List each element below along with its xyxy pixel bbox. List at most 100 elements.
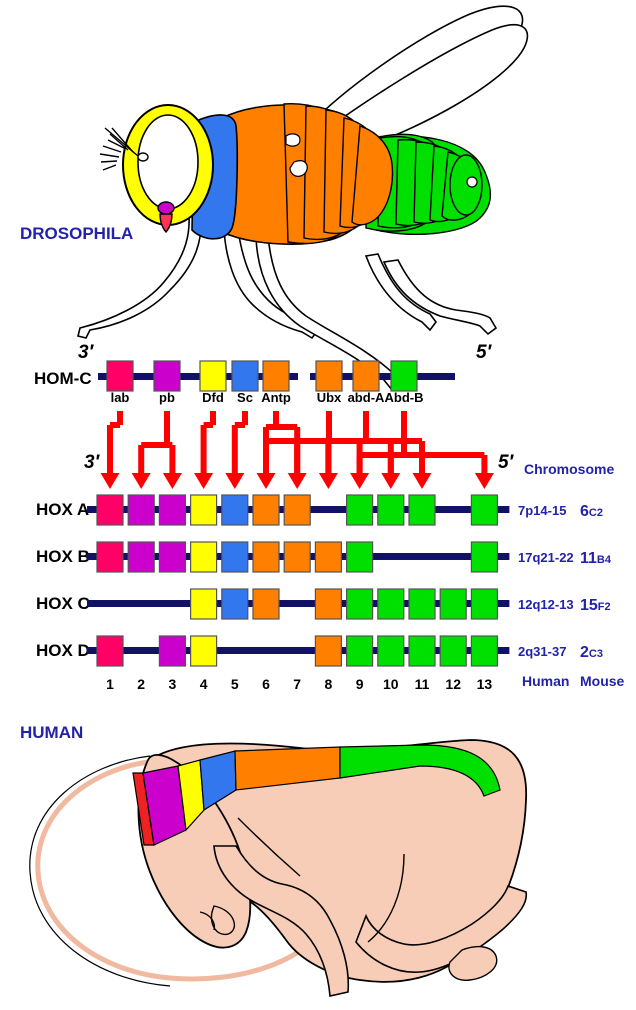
hom-c-label: HOM-C (34, 369, 92, 388)
paralog-number: 13 (477, 676, 493, 692)
homology-arrowhead (287, 473, 307, 489)
connector-segment (294, 441, 301, 474)
amnion-edge (29, 755, 171, 987)
embryo-arm (213, 845, 350, 997)
legs (77, 204, 498, 392)
neural-axis-bands (132, 744, 501, 846)
connector-segment (234, 422, 245, 428)
homology-arrowhead (162, 473, 182, 489)
hom-c-gene-box (315, 360, 343, 392)
hox-gene-box (408, 635, 436, 667)
connector-segment (273, 411, 279, 427)
homology-arrowhead (225, 473, 245, 489)
paralog-number: 3 (169, 676, 177, 692)
hox-cluster-label: HOX B (36, 547, 90, 566)
connector-segment (200, 425, 207, 474)
homology-connectors (100, 411, 494, 489)
hox-cluster-label: HOX C (36, 594, 90, 613)
embryo-nose (199, 911, 216, 931)
homology-arrowhead (381, 473, 401, 489)
hox-gene-box (221, 588, 249, 620)
proboscis-red (159, 213, 173, 233)
embryo-leg (355, 884, 528, 973)
paralog-number: 2 (137, 676, 145, 692)
hox-gene-box (470, 541, 498, 573)
hom-c-gene-name: lab (111, 390, 130, 405)
band-green (339, 744, 501, 797)
connector-segment (326, 411, 332, 441)
hom-c-gene-name: abd-A (348, 390, 385, 405)
drosophila-label: DROSOPHILA (20, 224, 133, 243)
hox-gene-box (221, 494, 249, 526)
hom-c-gene-name: Dfd (202, 390, 224, 405)
paralog-number: 1 (106, 676, 114, 692)
paralog-number: 4 (200, 676, 208, 692)
hox-gene-box (408, 588, 436, 620)
paralog-number: 6 (262, 676, 270, 692)
hox-human-chromosome: 7p14-15 (518, 503, 566, 518)
connector-segment (231, 425, 238, 474)
hox-gene-box (377, 494, 405, 526)
homology-arrowhead (474, 473, 494, 489)
hox-gene-box (470, 588, 498, 620)
hox-cluster-label: HOX A (36, 500, 89, 519)
hox-gene-box (377, 588, 405, 620)
paralog-number: 10 (383, 676, 399, 692)
footer-human-label: Human (522, 673, 569, 689)
hox-gene-box (190, 635, 218, 667)
hom-c-gene-box (231, 360, 259, 392)
hox-human-chromosome: 12q12-13 (518, 597, 574, 612)
embryo-face (210, 905, 236, 936)
hox-gene-box (96, 494, 124, 526)
hox-gene-box (314, 635, 342, 667)
hox-gene-box (158, 635, 186, 667)
connector-segment (107, 425, 113, 474)
homology-arrowhead (412, 473, 432, 489)
hox-gene-box (470, 635, 498, 667)
homology-arrowhead (256, 473, 276, 489)
hox-gene-box (158, 541, 186, 573)
connector-segment (363, 411, 369, 441)
hox-gene-box (346, 541, 374, 573)
connector-segment (117, 411, 123, 425)
hox-human-chromosome: 17q21-22 (518, 550, 574, 565)
hom-c-chromosome-line (98, 373, 455, 380)
hox-gene-box (408, 494, 436, 526)
hox-gene-box (346, 635, 374, 667)
hox-mouse-chromosome: 2C3 (580, 644, 603, 661)
hox-gene-box (346, 494, 374, 526)
hom-c-gene-name: Ubx (317, 390, 342, 405)
connector-segment (325, 441, 332, 474)
leg-hind-b (382, 259, 498, 336)
paralog-number: 12 (445, 676, 461, 692)
wing-lower (310, 24, 529, 153)
hom-c-gene-name: Sc (237, 390, 253, 405)
embryo-foot (448, 945, 498, 981)
connector-segment (419, 455, 425, 474)
hox-gene-box (252, 494, 280, 526)
embryo-arm-crease (237, 817, 301, 877)
hox-gene-box (439, 635, 467, 667)
connector-segment (242, 411, 248, 425)
hom-c-gene-box (262, 360, 290, 392)
human-label: HUMAN (20, 723, 83, 742)
connector-segment (328, 438, 422, 444)
connector-segment (401, 411, 407, 455)
thorax-orange (221, 103, 394, 245)
hom-c-gene-box (199, 360, 227, 392)
hom-c-gene-name: Antp (261, 390, 291, 405)
mouthpart-purple (157, 201, 175, 215)
paralog-number: 9 (356, 676, 364, 692)
hom-c-3prime-label: 3′ (78, 342, 95, 363)
leg-mid-b (255, 235, 402, 392)
hox-gene-box (190, 541, 218, 573)
paralog-number: 8 (325, 676, 333, 692)
chromosome-header: Chromosome (524, 461, 614, 477)
